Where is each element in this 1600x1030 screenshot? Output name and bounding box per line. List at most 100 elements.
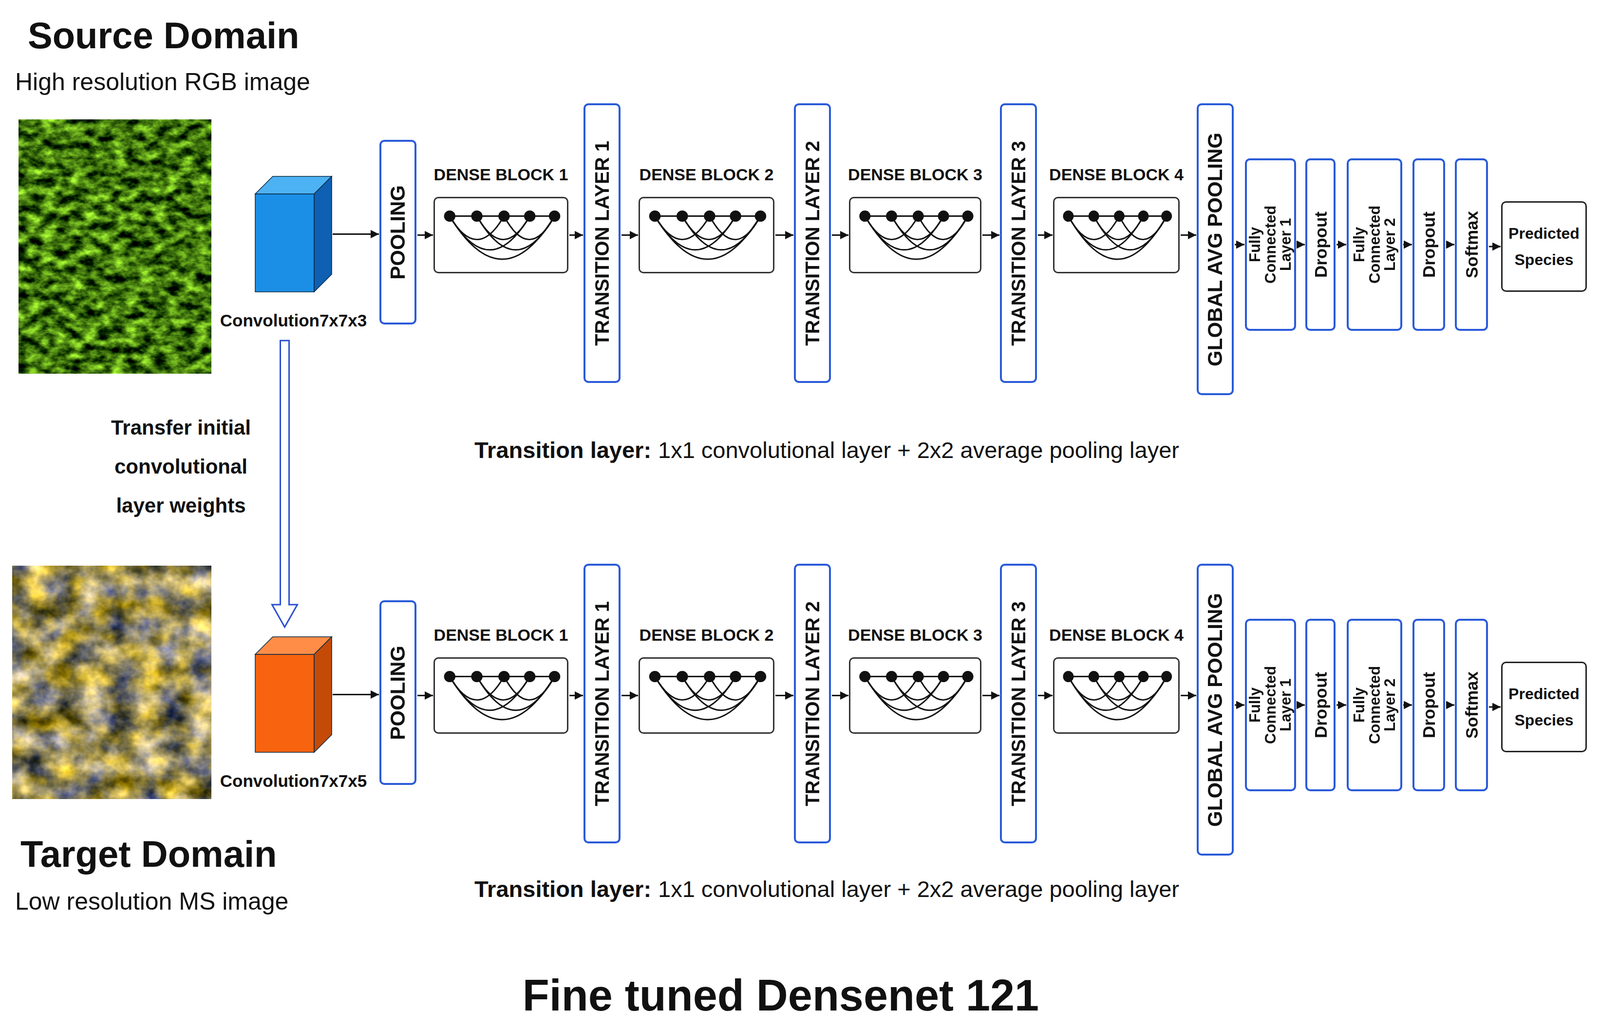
layer-label: Dropout [1420, 211, 1438, 278]
dense-graph-frame [1054, 658, 1179, 733]
layer-label: TRANSITION LAYER 1 [592, 601, 612, 807]
layer-box: Softmax [1454, 618, 1488, 791]
layer-box: TRANSITION LAYER 1 [583, 563, 621, 844]
dense-graph-frame [434, 658, 567, 733]
arrow-connector [1297, 704, 1305, 706]
arrow-connector [1403, 704, 1412, 706]
arrow-connector [982, 234, 1000, 236]
domain-heading: Target Domain [20, 831, 277, 876]
legend-definition: 1x1 convolutional layer + 2x2 average po… [658, 875, 1180, 903]
fully-connected-box: Fully Connected Layer 2 [1346, 158, 1403, 331]
output-box: Predicted Species [1501, 201, 1587, 292]
layer-label: TRANSITION LAYER 3 [1008, 601, 1029, 807]
edge-label: Transfer initial convolutional layer wei… [93, 408, 269, 526]
domain-heading: Source Domain [27, 13, 300, 58]
layer-label: Convolution7x7x5 [220, 770, 367, 791]
layer-label: Convolution7x7x3 [220, 310, 367, 331]
dense-block: DENSE BLOCK 3 [848, 196, 982, 274]
dense-block: DENSE BLOCK 4 [1053, 657, 1180, 734]
layer-box: TRANSITION LAYER 3 [999, 563, 1037, 844]
dense-graph-frame [850, 658, 980, 733]
arrow-connector [775, 234, 794, 236]
layer-box: TRANSITION LAYER 1 [583, 103, 621, 383]
layer-box: TRANSITION LAYER 2 [793, 563, 831, 844]
layer-box: POOLING [379, 139, 417, 325]
layer-label: Softmax [1463, 671, 1481, 739]
arrow-connector [332, 233, 379, 235]
cube-front-face [255, 193, 315, 292]
block-label: DENSE BLOCK 1 [433, 624, 569, 645]
layer-box: TRANSITION LAYER 2 [793, 103, 831, 383]
layer-label: Dropout [1312, 211, 1330, 278]
dense-graph-frame [434, 198, 567, 272]
dense-connection-graph [649, 670, 767, 720]
layer-label: Fully Connected Layer 1 [1247, 658, 1294, 752]
arrow-connector [569, 234, 584, 236]
arrow-connector [621, 694, 639, 697]
block-label: DENSE BLOCK 3 [847, 624, 983, 645]
layer-box: POOLING [379, 600, 417, 785]
layer-label: TRANSITION LAYER 3 [1008, 140, 1029, 346]
cube-front-face [255, 654, 315, 753]
arrow-connector [1403, 244, 1412, 246]
dense-block: DENSE BLOCK 1 [433, 196, 569, 274]
arrow-connector [1488, 706, 1501, 708]
dense-connection-graph [649, 210, 767, 260]
layer-box: Dropout [1412, 158, 1446, 331]
dense-block: DENSE BLOCK 2 [638, 657, 775, 734]
legend-term: Transition layer: [474, 436, 652, 464]
output-label: Predicted Species [1502, 220, 1586, 273]
arrow-connector [982, 694, 1000, 697]
layer-label: TRANSITION LAYER 2 [802, 140, 823, 346]
layer-label: POOLING [387, 185, 409, 280]
arrow-connector [831, 234, 849, 236]
block-label: DENSE BLOCK 3 [847, 164, 983, 185]
legend-term: Transition layer: [474, 875, 652, 903]
arrow-connector [1488, 245, 1501, 248]
arrow-connector [1180, 694, 1197, 697]
layer-label: GLOBAL AVG POOLING [1204, 592, 1226, 827]
layer-label: Fully Connected Layer 1 [1247, 198, 1294, 291]
cube-side-face [314, 636, 332, 753]
layer-label: GLOBAL AVG POOLING [1204, 132, 1226, 367]
fully-connected-box: Fully Connected Layer 2 [1346, 618, 1403, 791]
ms-tree-image [12, 565, 212, 799]
arrow-connector [1336, 704, 1347, 706]
block-label: DENSE BLOCK 4 [1049, 164, 1184, 185]
dense-connection-graph [444, 670, 561, 720]
fully-connected-box: Fully Connected Layer 1 [1244, 618, 1297, 791]
dense-graph-frame [640, 658, 773, 733]
arrow-connector [417, 234, 433, 236]
cube-shape [255, 176, 332, 292]
layer-label: Fully Connected Layer 2 [1351, 198, 1398, 291]
cube-side-face [314, 176, 332, 292]
layer-box: GLOBAL AVG POOLING [1196, 103, 1234, 396]
legend-definition: 1x1 convolutional layer + 2x2 average po… [658, 436, 1180, 464]
arrow-connector [621, 234, 639, 236]
dense-block: DENSE BLOCK 1 [433, 657, 569, 734]
layer-label: TRANSITION LAYER 1 [592, 140, 612, 346]
arrow-connector [569, 694, 584, 697]
arrow-connector [775, 694, 794, 697]
arrow-connector [1037, 234, 1053, 236]
dense-graph-frame [640, 198, 773, 272]
block-label: DENSE BLOCK 2 [639, 164, 774, 185]
layer-label: Softmax [1463, 210, 1481, 279]
dense-graph-frame [850, 198, 980, 272]
layer-label: POOLING [387, 645, 409, 740]
arrow-connector [1037, 694, 1053, 697]
arrow-connector [1297, 244, 1305, 246]
arrow-connector [1336, 244, 1347, 246]
domain-subtitle: Low resolution MS image [15, 886, 289, 916]
rgb-tree-image [18, 119, 212, 374]
arrow-connector [831, 694, 849, 697]
layer-box: Softmax [1454, 158, 1488, 331]
arrow-connector [332, 693, 379, 696]
block-label: DENSE BLOCK 4 [1049, 624, 1184, 645]
convolution-cube: Convolution7x7x3 [255, 176, 332, 292]
layer-label: Fully Connected Layer 2 [1351, 658, 1398, 752]
domain-subtitle: High resolution RGB image [15, 67, 311, 97]
diagram-title: Fine tuned Densenet 121 [342, 968, 1220, 1022]
arrow-connector [1180, 234, 1197, 236]
dense-connection-graph [1062, 670, 1172, 720]
